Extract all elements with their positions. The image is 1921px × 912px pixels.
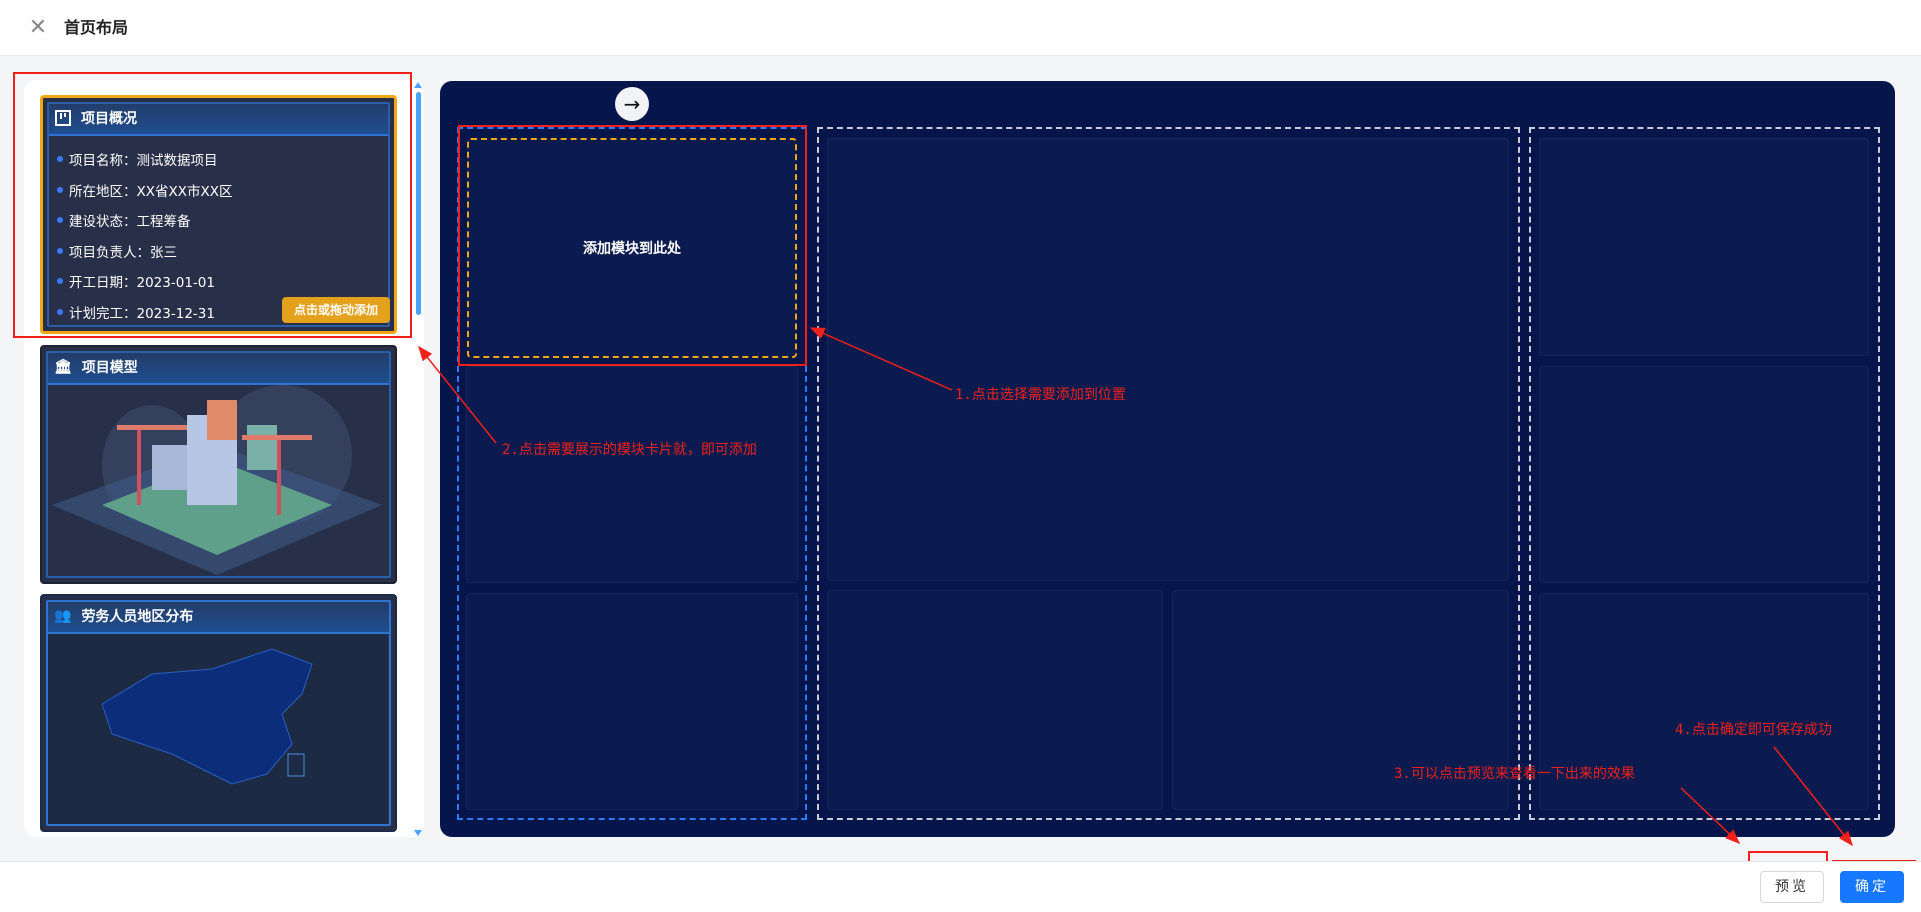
info-row: 所在地区：XX省XX市XX区	[57, 175, 380, 206]
scroll-up-icon[interactable]	[414, 82, 422, 88]
info-row: 项目名称：测试数据项目	[57, 144, 380, 175]
info-row: 项目负责人：张三	[57, 236, 380, 267]
info-row: 计划完工：2023-12-31	[57, 297, 380, 328]
layout-slot[interactable]	[827, 138, 1509, 581]
info-row: 开工日期：2023-01-01	[57, 266, 380, 297]
bank-icon: 🏛	[54, 359, 72, 375]
layout-slot[interactable]	[1172, 590, 1509, 810]
users-icon: 👥	[54, 608, 72, 624]
layout-slot[interactable]	[466, 366, 798, 583]
card-title: 劳务人员地区分布	[81, 609, 194, 625]
close-icon[interactable]: ✕	[28, 15, 48, 40]
info-row: 建设状态：工程筹备	[57, 205, 380, 236]
annotation-step4: 4.点击确定即可保存成功	[1675, 722, 1832, 738]
header: ✕ 首页布局	[0, 0, 1921, 56]
overview-info: 项目名称：测试数据项目 所在地区：XX省XX市XX区 建设状态：工程筹备 项目负…	[43, 136, 394, 331]
layout-slot[interactable]	[1539, 366, 1869, 583]
layout-column-left[interactable]	[457, 127, 807, 820]
module-card-labor-distribution[interactable]: 👥 劳务人员地区分布	[40, 594, 397, 832]
preview-button[interactable]: 预览	[1760, 871, 1824, 903]
scrollbar[interactable]	[416, 92, 421, 315]
module-card-project-model[interactable]: 🏛 项目模型	[40, 345, 397, 584]
add-module-button[interactable]: 点击或拖动添加	[282, 297, 390, 323]
layout-slot[interactable]	[466, 593, 798, 810]
layout-slot[interactable]	[1539, 138, 1869, 356]
china-map-illustration	[46, 634, 388, 824]
annotation-box	[458, 125, 807, 366]
page-title: 首页布局	[64, 18, 129, 37]
selected-slot[interactable]: 添加模块到此处	[467, 138, 797, 358]
kanban-icon	[55, 110, 71, 126]
layout-column-middle[interactable]	[817, 127, 1520, 820]
annotation-box	[13, 72, 412, 338]
module-card-project-overview[interactable]: 项目概况 项目名称：测试数据项目 所在地区：XX省XX市XX区 建设状态：工程筹…	[40, 95, 397, 334]
annotation-step1: 1.点击选择需要添加到位置	[955, 387, 1126, 403]
card-title: 项目概况	[81, 111, 137, 127]
card-title: 项目模型	[81, 360, 138, 376]
construction-illustration	[52, 385, 382, 575]
confirm-button[interactable]: 确定	[1840, 871, 1904, 903]
annotation-step2: 2.点击需要展示的模块卡片就，即可添加	[502, 442, 757, 458]
scroll-down-icon[interactable]	[414, 830, 422, 836]
arrow-right-icon[interactable]: →	[615, 87, 649, 121]
annotation-step3: 3.可以点击预览来查看一下出来的效果	[1394, 766, 1635, 782]
footer	[0, 861, 1921, 912]
layout-slot[interactable]	[827, 590, 1163, 810]
